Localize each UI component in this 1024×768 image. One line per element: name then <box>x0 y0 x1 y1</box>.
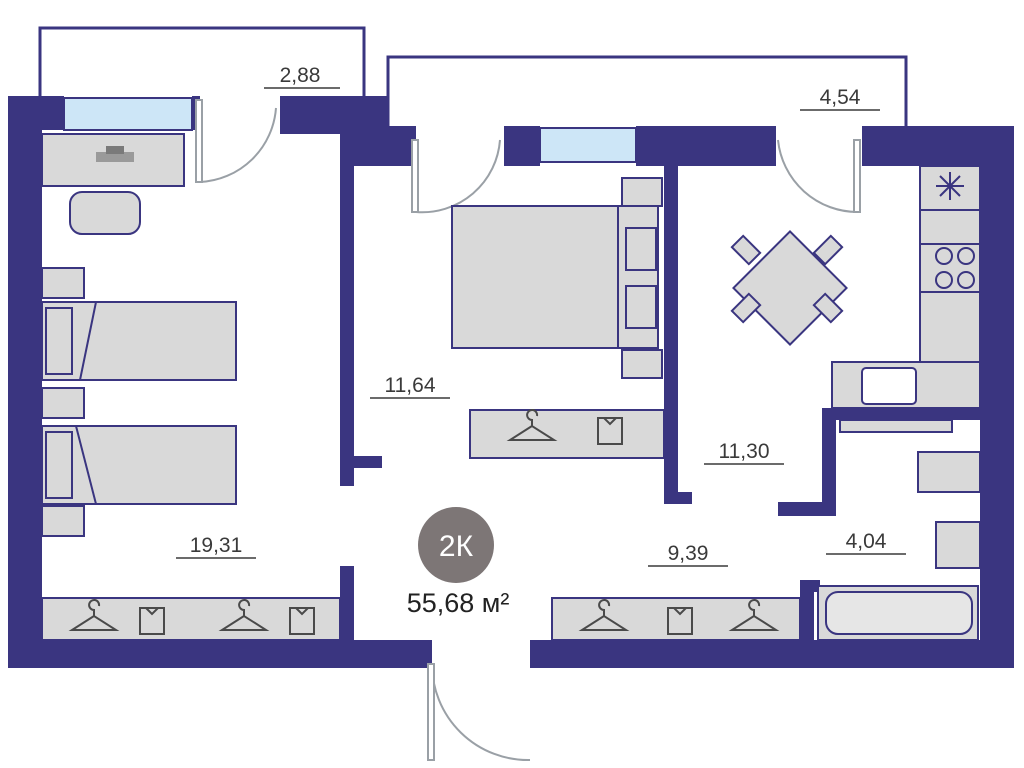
stove-burners-icon <box>935 247 975 289</box>
wall-int-mid <box>664 126 678 502</box>
nightstand-top <box>621 177 663 207</box>
double-bed-pillow-1 <box>625 227 657 271</box>
bedside-table-top <box>41 267 85 299</box>
washbasin <box>839 419 953 433</box>
bed-1-blanket-edge <box>79 301 97 381</box>
washing-machine <box>917 451 981 493</box>
bed-2-blanket-edge <box>75 425 97 505</box>
shirt-icon <box>597 417 623 445</box>
toilet <box>935 521 981 569</box>
wall-bottom-right <box>530 640 1014 668</box>
bed-1-pillow <box>45 307 73 375</box>
bedside-table-bottom <box>41 505 85 537</box>
area-bedroom-left: 19,31 <box>190 534 243 557</box>
balcony-right-outline <box>386 55 908 128</box>
doors <box>195 99 861 762</box>
appliance-icons <box>935 172 975 289</box>
balcony-outlines <box>38 26 908 128</box>
wall-int-mid-stub <box>664 492 692 504</box>
dining-chair-4 <box>812 292 844 324</box>
area-bathroom: 4,04 <box>846 530 887 553</box>
wall-int-bath-vert <box>822 420 836 516</box>
door-entrance-leaf <box>427 663 435 761</box>
room-labels: 2,88 4,54 11,64 11,30 19,31 9,39 4,04 <box>176 64 906 567</box>
wall-int-bath-top <box>822 408 984 420</box>
shirt-icon <box>139 607 165 635</box>
badge-circle <box>418 507 494 583</box>
wall-int-left-stub <box>340 456 382 468</box>
wall-top-left-a <box>8 96 64 130</box>
area-bedroom-middle: 11,64 <box>385 374 436 397</box>
bathtub-inner <box>825 591 973 635</box>
area-balcony-right: 4,54 <box>820 86 861 109</box>
door-balcony-right-leaf <box>853 139 861 213</box>
bed-1 <box>41 301 237 381</box>
wall-right <box>980 126 1014 666</box>
total-area: 55,68 м² <box>407 588 510 618</box>
door-balcony-mid-leaf <box>411 139 419 213</box>
kitchen-sink <box>861 367 917 405</box>
window-middle <box>539 127 637 163</box>
laptop-icon <box>96 152 134 162</box>
hanger-icon <box>728 599 780 631</box>
bed-2 <box>41 425 237 505</box>
apartment-badge: 2К <box>418 507 494 583</box>
walls <box>8 96 1014 668</box>
dining-chair-1 <box>730 234 762 266</box>
wall-int-left-upper <box>340 126 354 486</box>
hanger-icon <box>578 599 630 631</box>
windows <box>63 97 637 163</box>
wall-bottom-left <box>8 640 432 668</box>
door-balcony-left <box>199 100 277 183</box>
wall-left <box>8 96 42 666</box>
shirt-icon <box>289 607 315 635</box>
dining-chair-3 <box>730 292 762 324</box>
bed-2-pillow <box>45 431 73 499</box>
wall-int-bath-lower-h <box>800 580 820 592</box>
double-bed-pillow-2 <box>625 285 657 329</box>
wall-int-left-lower <box>340 566 354 666</box>
nightstand-bottom <box>621 349 663 379</box>
desk-chair <box>69 191 141 235</box>
wall-top-mid-b <box>504 126 540 166</box>
door-balcony-left-leaf <box>195 99 203 183</box>
wall-int-bath-lower <box>800 580 814 666</box>
hanger-icon <box>218 599 270 631</box>
door-balcony-right <box>777 139 859 214</box>
dining-table <box>732 230 848 346</box>
door-entrance <box>431 663 531 762</box>
furniture <box>41 133 981 641</box>
area-hall: 9,39 <box>668 542 709 565</box>
laptop-screen-icon <box>106 146 124 154</box>
wall-top-mid-c <box>636 126 776 166</box>
area-balcony-left: 2,88 <box>280 64 321 87</box>
hanger-icon <box>68 599 120 631</box>
hanger-icon <box>506 409 558 441</box>
dining-chair-2 <box>812 234 844 266</box>
area-kitchen: 11,30 <box>719 440 770 463</box>
clothing-icons <box>68 409 780 635</box>
shirt-icon <box>667 607 693 635</box>
wall-int-bath-horiz <box>778 502 836 516</box>
wardrobe-middle <box>469 409 665 459</box>
window-left <box>63 97 193 131</box>
badge-label: 2К <box>439 530 474 563</box>
freezer-icon <box>936 172 964 200</box>
door-balcony-mid <box>415 139 501 214</box>
bedside-table-mid <box>41 387 85 419</box>
balcony-left-outline <box>38 26 366 96</box>
